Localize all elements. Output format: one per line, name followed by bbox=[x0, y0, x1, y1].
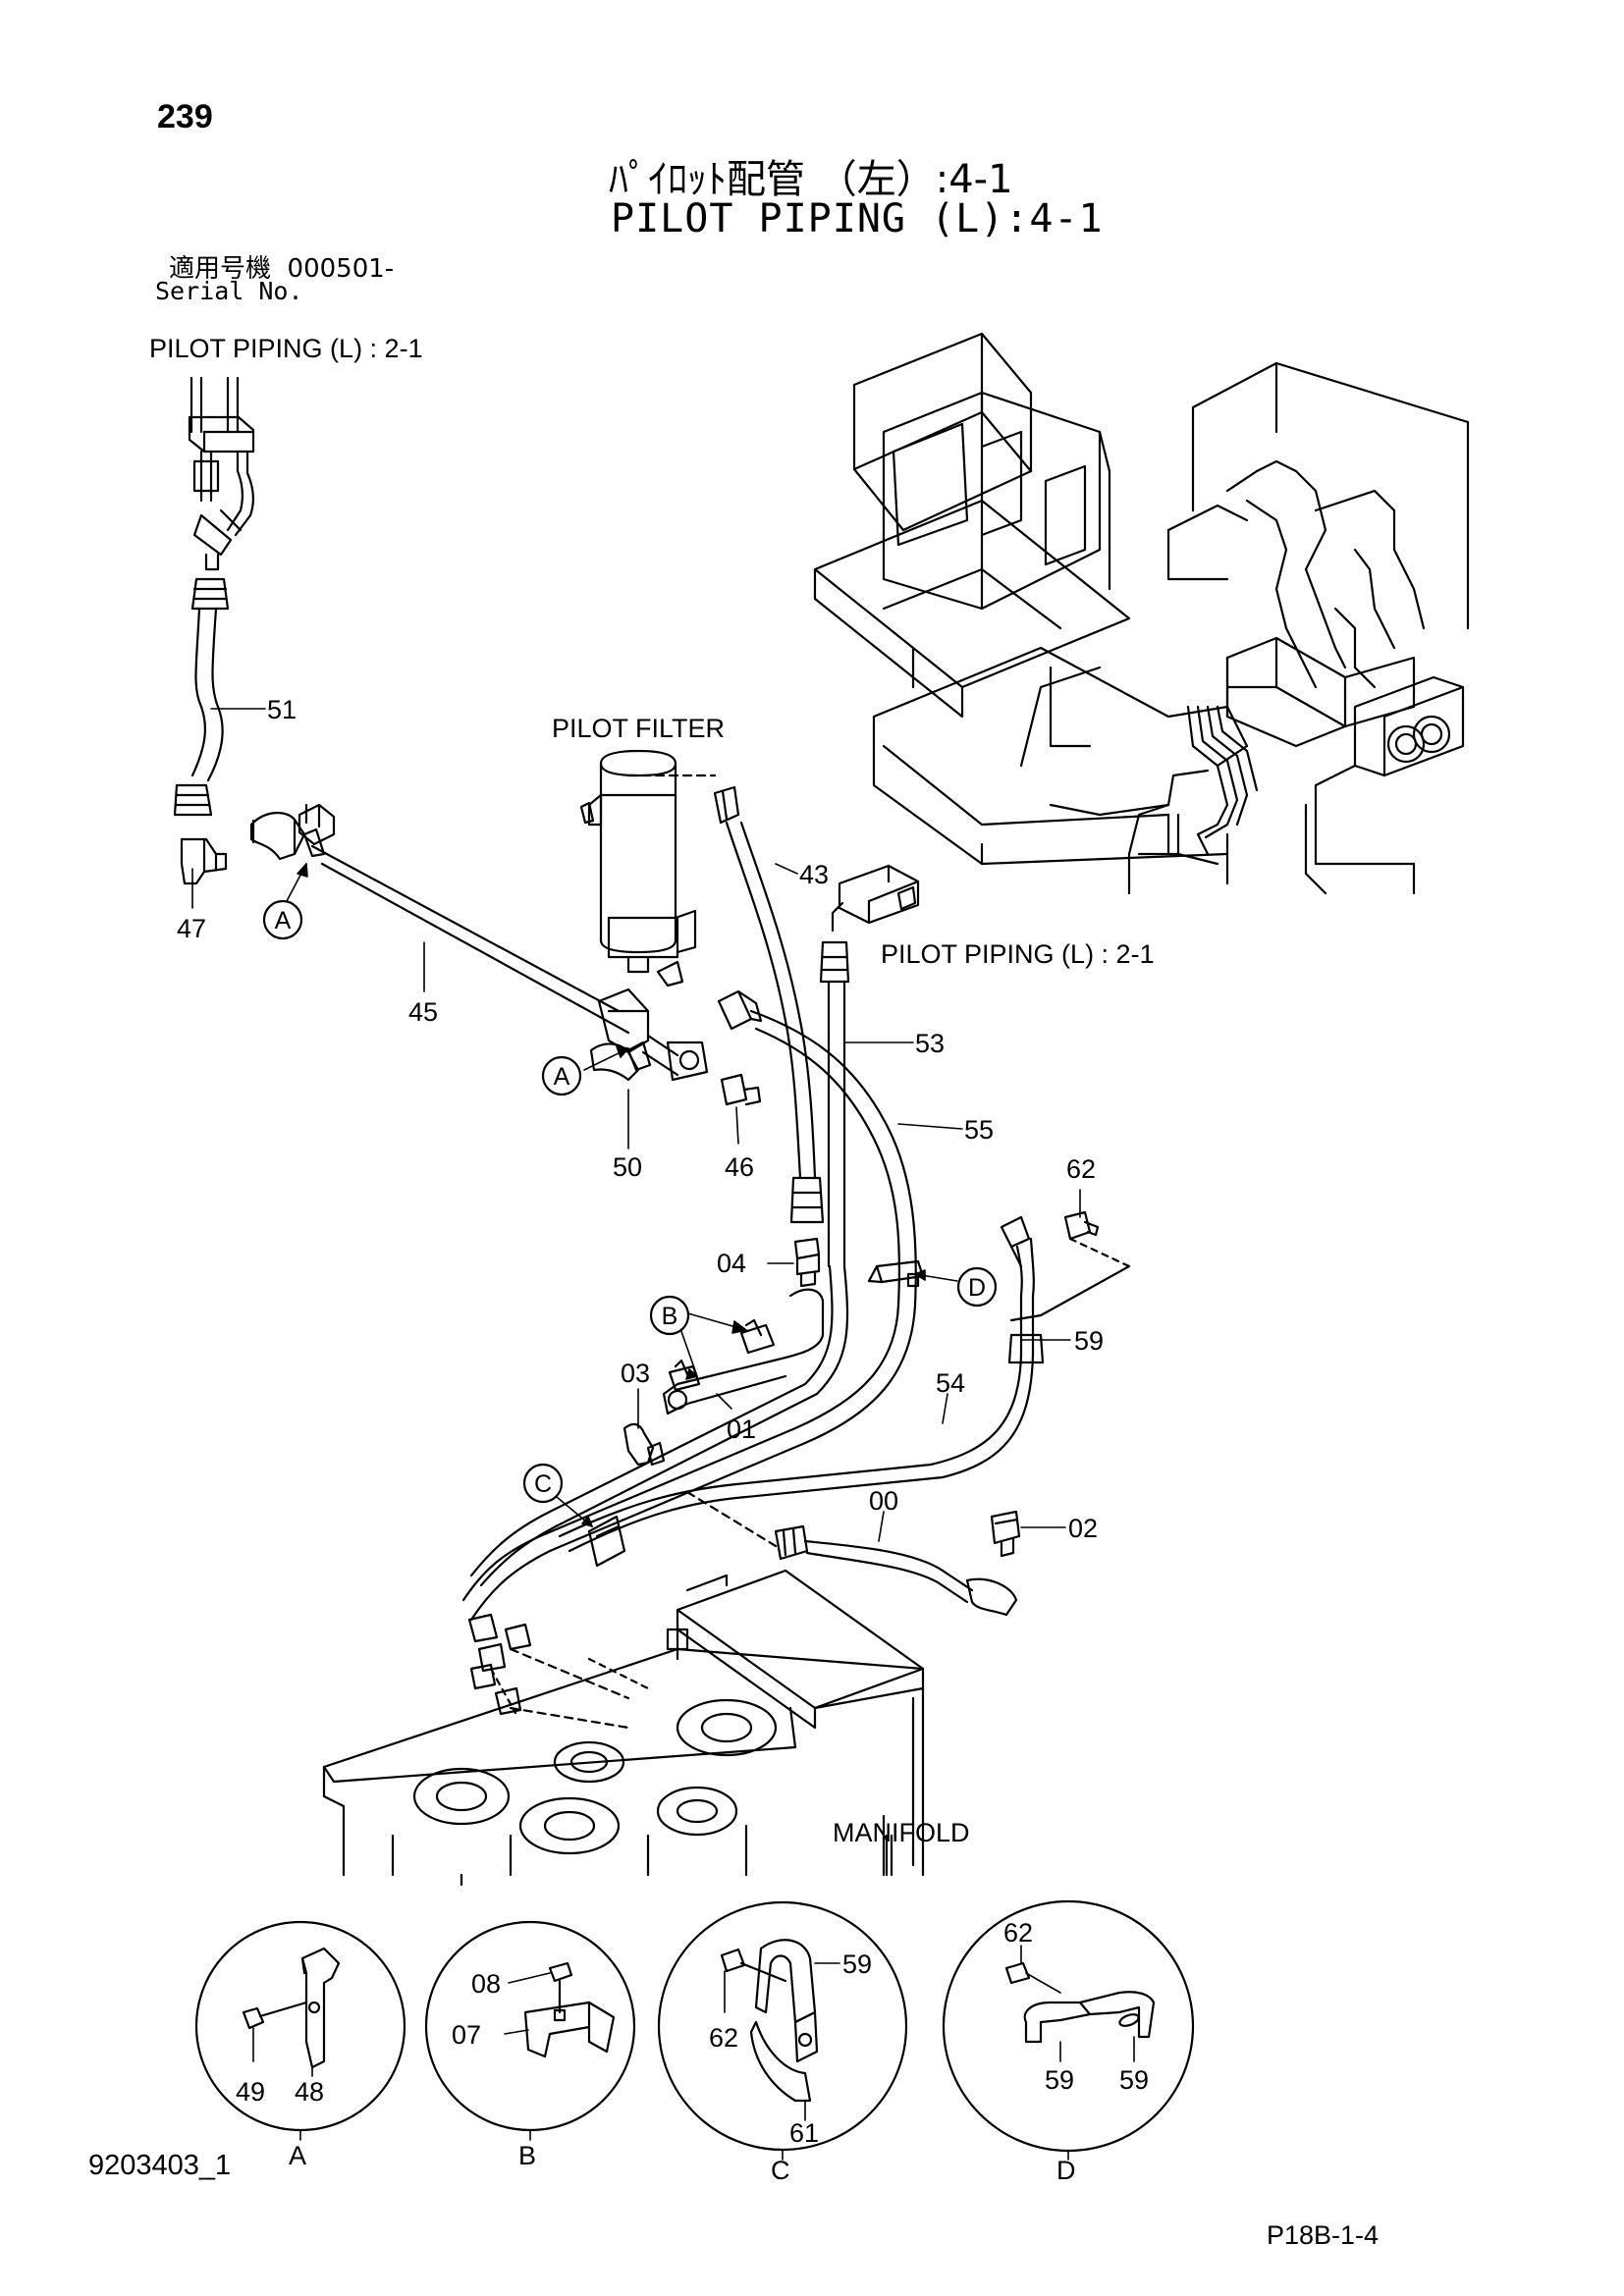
pipe-45 bbox=[310, 844, 709, 1082]
detail-b-part-1: 08 bbox=[471, 1969, 501, 1999]
leader-lines bbox=[191, 708, 1081, 1542]
title-japanese: ﾊﾟｲﾛｯﾄ配管 （左）:4-1 bbox=[609, 157, 1013, 202]
manifold-block bbox=[322, 1569, 925, 1887]
ref-manifold: MANIFOLD bbox=[833, 1818, 970, 1847]
label-00: 00 bbox=[869, 1486, 898, 1516]
pipe-01-assembly bbox=[662, 1288, 825, 1415]
detail-view-b bbox=[424, 1920, 636, 2141]
fitting-46 bbox=[720, 1073, 762, 1106]
title-english: PILOT PIPING (L):4-1 bbox=[611, 196, 1104, 241]
detail-c-part-3: 61 bbox=[789, 2118, 819, 2148]
bolt-62 bbox=[1009, 1210, 1131, 1322]
label-55: 55 bbox=[964, 1115, 994, 1145]
detail-d-part-1: 62 bbox=[1003, 1918, 1033, 1948]
callout-letters: A A B C D bbox=[275, 907, 986, 1498]
label-62: 62 bbox=[1066, 1154, 1096, 1184]
detail-d-part-2: 59 bbox=[1045, 2065, 1074, 2095]
pilot-filter bbox=[579, 749, 717, 988]
clamp-upper-left bbox=[298, 803, 336, 846]
label-02: 02 bbox=[1068, 1514, 1098, 1543]
clamp-c bbox=[587, 1515, 626, 1568]
callout-b: B bbox=[662, 1303, 678, 1330]
pipe-00 bbox=[685, 1490, 1021, 1617]
label-01: 01 bbox=[727, 1415, 756, 1444]
hose-55 bbox=[461, 989, 917, 1622]
callout-a-1: A bbox=[275, 907, 292, 934]
page-code: P18B-1-4 bbox=[1267, 2220, 1380, 2250]
part-labels: 51 47 45 43 53 55 50 46 62 04 59 03 01 5… bbox=[177, 695, 1104, 1543]
elbow-50 bbox=[589, 1041, 652, 1082]
label-54: 54 bbox=[936, 1368, 965, 1398]
ref-pilot-filter: PILOT FILTER bbox=[552, 714, 726, 743]
callout-circles bbox=[262, 899, 998, 1504]
detail-a-part-2: 48 bbox=[295, 2077, 324, 2107]
detail-b-part-2: 07 bbox=[452, 2020, 481, 2050]
label-04: 04 bbox=[717, 1249, 746, 1278]
label-53: 53 bbox=[915, 1029, 945, 1058]
drawing-number: 9203403_1 bbox=[88, 2150, 232, 2181]
label-47: 47 bbox=[177, 914, 206, 943]
serial-label-jp-text: 適用号機 bbox=[169, 254, 272, 284]
callout-c: C bbox=[534, 1470, 552, 1498]
callout-pointers bbox=[286, 863, 958, 1527]
callout-a-2: A bbox=[554, 1063, 570, 1091]
hose-51-assembly bbox=[173, 376, 255, 817]
label-03: 03 bbox=[621, 1359, 650, 1388]
detail-c-caption: C bbox=[771, 2156, 790, 2185]
elbow-fitting-left bbox=[249, 812, 326, 861]
ref-pilot-piping-right: PILOT PIPING (L) : 2-1 bbox=[881, 939, 1155, 969]
detail-view-d bbox=[942, 1899, 1195, 2161]
detail-d-part-3: 59 bbox=[1119, 2065, 1149, 2095]
hose-43 bbox=[713, 785, 825, 1224]
detail-c-part-1: 59 bbox=[842, 1949, 872, 1979]
page-number: 239 bbox=[157, 98, 213, 135]
label-59: 59 bbox=[1074, 1326, 1104, 1356]
detail-labels: A 49 48 B 08 07 C 59 62 61 D 62 59 59 bbox=[236, 1918, 1149, 2185]
elbow-47 bbox=[180, 837, 228, 885]
ref-pilot-piping-top: PILOT PIPING (L) : 2-1 bbox=[149, 334, 423, 363]
detail-d-caption: D bbox=[1056, 2156, 1076, 2185]
label-51: 51 bbox=[267, 695, 297, 724]
detail-a-part-1: 49 bbox=[236, 2077, 265, 2107]
detail-b-caption: B bbox=[518, 2141, 536, 2170]
serial-label-en: Serial No. bbox=[155, 277, 303, 305]
detail-a-caption: A bbox=[289, 2141, 306, 2170]
detail-view-a bbox=[194, 1920, 406, 2141]
machine-body bbox=[813, 332, 1470, 895]
label-46: 46 bbox=[725, 1152, 754, 1182]
label-43: 43 bbox=[799, 860, 829, 889]
serial-value: 000501- bbox=[287, 254, 395, 284]
hose-53 bbox=[819, 864, 920, 1268]
manifold-fittings bbox=[467, 1613, 650, 1730]
callout-d: D bbox=[968, 1274, 986, 1302]
hose-54 bbox=[558, 1215, 1045, 1553]
label-50: 50 bbox=[613, 1152, 642, 1182]
detail-c-part-2: 62 bbox=[709, 2023, 738, 2053]
elbow-03 bbox=[623, 1422, 666, 1467]
label-45: 45 bbox=[408, 997, 438, 1027]
serial-label-jp: 適用号機 000501- bbox=[169, 248, 394, 285]
fitting-04 bbox=[793, 1237, 821, 1288]
detail-view-c bbox=[657, 1900, 908, 2161]
